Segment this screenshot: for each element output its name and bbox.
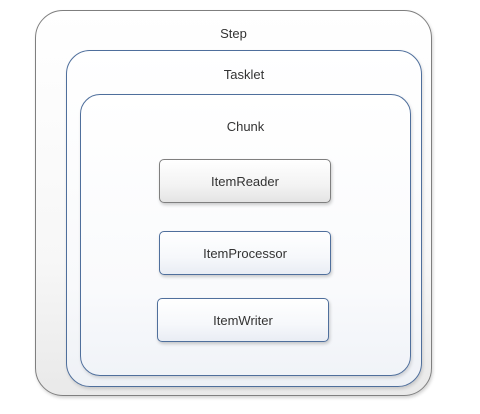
step-label: Step <box>220 26 247 41</box>
item-processor-box: ItemProcessor <box>159 231 331 275</box>
tasklet-label: Tasklet <box>223 67 265 82</box>
item-writer-box: ItemWriter <box>157 298 329 342</box>
item-reader-box: ItemReader <box>159 159 331 203</box>
chunk-label: Chunk <box>226 119 265 134</box>
item-writer-label: ItemWriter <box>213 312 273 328</box>
item-processor-label: ItemProcessor <box>203 245 287 261</box>
item-reader-label: ItemReader <box>211 173 279 189</box>
